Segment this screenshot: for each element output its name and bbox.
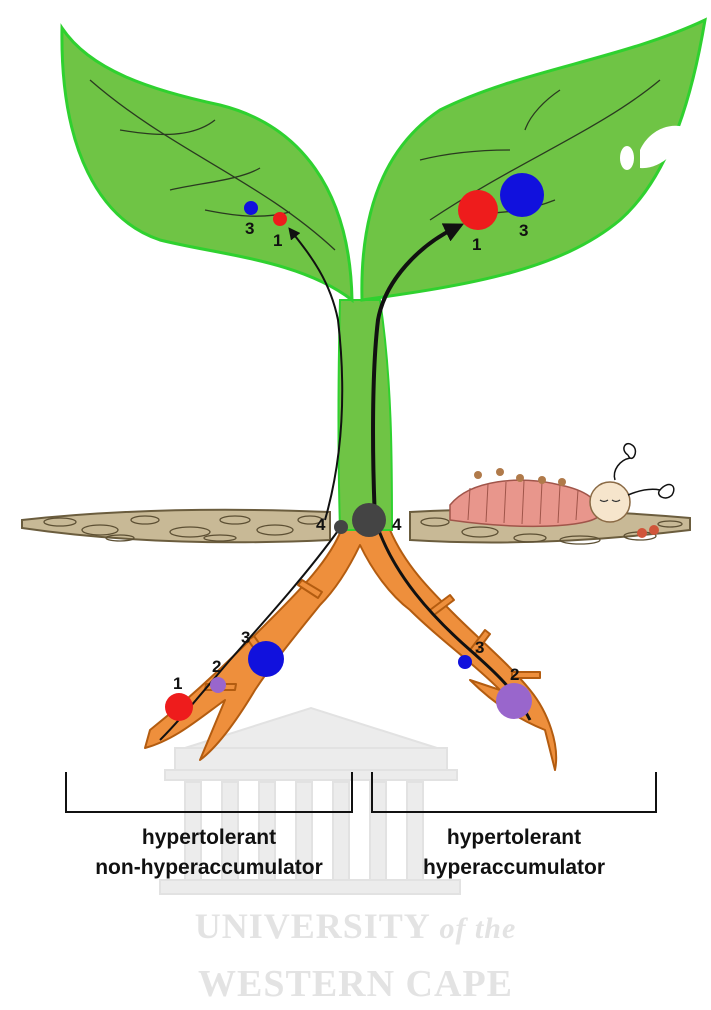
label-root-left-3: 3 bbox=[241, 628, 250, 647]
circle-junction-right-4 bbox=[352, 503, 386, 537]
brackets bbox=[66, 772, 656, 812]
label-root-left-1: 1 bbox=[173, 674, 182, 693]
leaf-hole bbox=[620, 146, 634, 170]
label-leaf-left-1: 1 bbox=[273, 231, 282, 250]
label-junction-left-4: 4 bbox=[316, 515, 326, 534]
circle-leaf-left-3 bbox=[244, 201, 258, 215]
circle-junction-left-4 bbox=[334, 520, 348, 534]
circle-root-right-2 bbox=[496, 683, 532, 719]
label-leaf-left-3: 3 bbox=[245, 219, 254, 238]
label-leaf-right-1: 1 bbox=[472, 235, 481, 254]
bracket-right bbox=[372, 772, 656, 812]
circle-root-left-3 bbox=[248, 641, 284, 677]
caption-right-line1: hypertolerant bbox=[372, 823, 656, 853]
label-root-right-2: 2 bbox=[510, 665, 519, 684]
circle-leaf-right-3 bbox=[500, 173, 544, 217]
circle-root-left-2 bbox=[210, 677, 226, 693]
circle-root-right-3 bbox=[458, 655, 472, 669]
caption-right-line2: hyperaccumulator bbox=[372, 853, 656, 883]
roots bbox=[145, 528, 556, 770]
label-root-right-3: 3 bbox=[475, 638, 484, 657]
label-leaf-right-3: 3 bbox=[519, 221, 528, 240]
caption-left-line1: hypertolerant bbox=[66, 823, 352, 853]
caption-left: hypertolerant non-hyperaccumulator bbox=[66, 823, 352, 883]
bracket-left bbox=[66, 772, 352, 812]
circle-root-left-1 bbox=[165, 693, 193, 721]
stem bbox=[339, 300, 393, 530]
circle-leaf-right-1 bbox=[458, 190, 498, 230]
caption-left-line2: non-hyperaccumulator bbox=[66, 853, 352, 883]
caption-right: hypertolerant hyperaccumulator bbox=[372, 823, 656, 883]
circle-leaf-left-1 bbox=[273, 212, 287, 226]
label-junction-right-4: 4 bbox=[392, 515, 402, 534]
left-leaf bbox=[62, 28, 352, 300]
label-root-left-2: 2 bbox=[212, 657, 221, 676]
